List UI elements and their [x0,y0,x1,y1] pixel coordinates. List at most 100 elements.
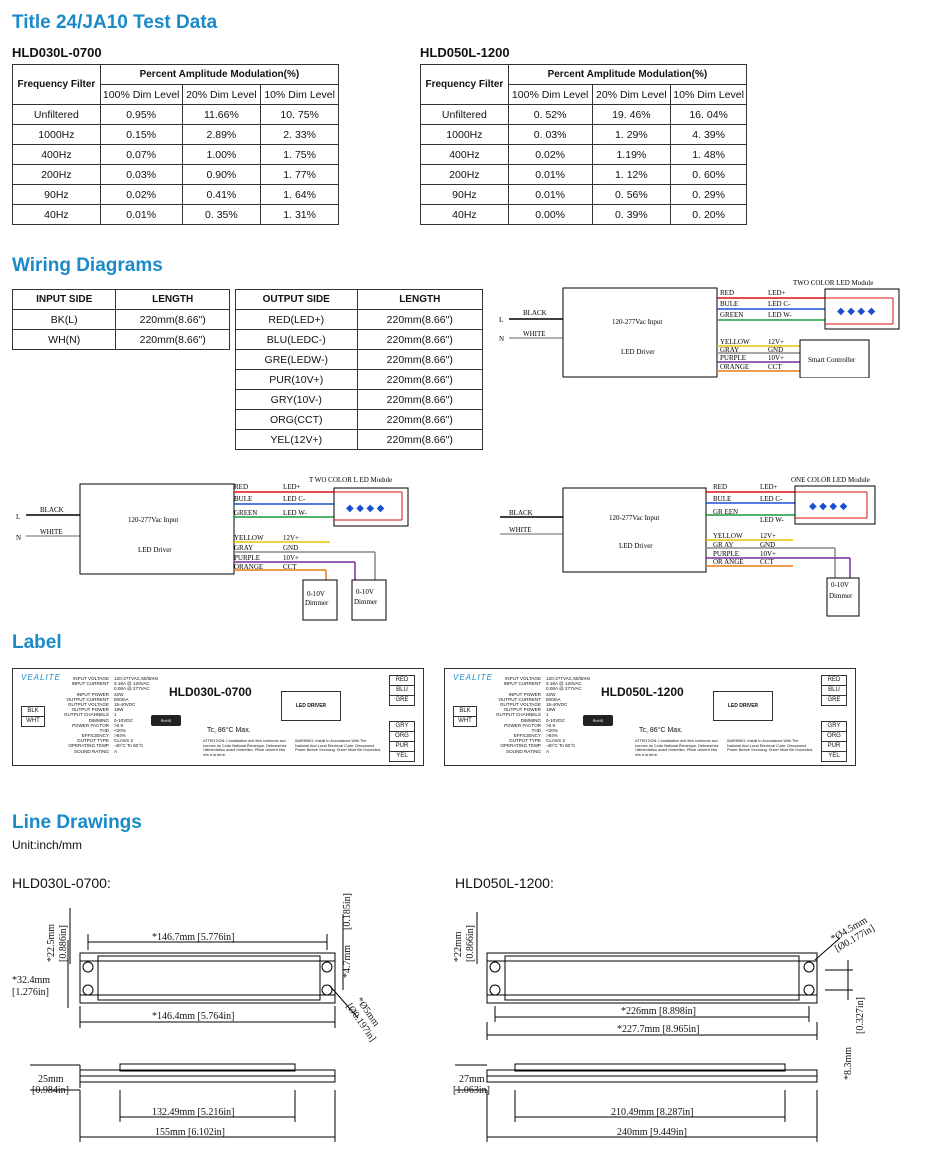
table-row: GRE(LEDW-)220mm(8.66") [235,349,483,370]
table-cell: 1. 77% [260,164,339,185]
spec-value: A [114,748,118,754]
two-color-module-label: TWO COLOR LED Module [793,279,873,287]
spec-row: EFFICIENCY>84% [39,733,239,738]
spec-key: OUTPUT CHANNELS [63,712,109,718]
wiring-diagram-smart-controller: L N BLACK WHITE 120-277Vac Input LED Dri… [499,279,900,378]
warning-text: WARNING: Install In Accordance With The … [295,739,381,753]
table-cell: 40Hz [12,204,101,225]
table-cell: 0.90% [181,164,262,185]
spec-value: >84% [546,733,558,739]
spec-key: INPUT POWER [76,691,109,697]
spec-key: POWER FACTOR [71,722,109,728]
dimmer-label: Dimmer [829,592,853,600]
col-group: Percent Amplitude Modulation(%) [99,64,340,85]
spec-value: 22W [114,691,124,697]
dim-side-outer: 240mm [9.449in] [617,1127,687,1138]
dim-bottom-length: *227.7mm [8.965in] [617,1024,700,1035]
sig-gnd: GND [768,346,783,354]
dim-side-h2: [1.063in] [453,1085,490,1096]
led-driver-box [79,483,235,575]
warning-text: WARNING: Install In Accordance With The … [727,739,813,753]
spec-key: OUTPUT POWER [503,707,541,713]
table-cell: 1. 31% [260,204,339,225]
col-100: 100% Dim Level [99,84,183,105]
black-label: BLACK [523,309,547,317]
wire-yellow-label: YELLOW [234,534,264,542]
spec-value: 15-40VDC [114,701,136,707]
spec-key: INPUT VOLTAGE [73,676,109,681]
dim-side-h1: 27mm [459,1074,485,1085]
table-cell: 400Hz [12,144,101,165]
spec-value: >0.9 [114,722,124,728]
table-cell: 0. 03% [507,124,593,145]
input-side-header: INPUT SIDE [11,289,117,310]
dimmer-label: 0-10V [356,588,374,596]
units-note: Unit:inch/mm [12,838,83,852]
spec-key: OUTPUT CURRENT [66,696,109,702]
wire-blue-label: BULE [713,495,731,503]
table-cell: 0.41% [181,184,262,205]
tc-max: Tc, 86°C Max. [639,727,683,734]
driver-text: 120-277Vac Input [609,514,659,522]
table-cell: 4. 39% [670,124,747,145]
spec-key: THD [99,727,109,733]
spec-key: THD [531,727,541,733]
length-header: LENGTH [115,289,230,310]
table-cell: 220mm(8.66") [356,429,483,450]
spec-value: 0.08A @ 277VAC [546,686,582,692]
spec-value: 0.18A @ 120VAC [546,681,582,687]
table2-model: HLD050L-1200 [420,45,510,60]
table-cell: 1. 48% [670,144,747,165]
table-row: BK(L)220mm(8.66") [11,309,230,330]
wire-gray-label: GRAY [234,544,253,552]
dim-side-inner: 132.49mm [5.216in] [152,1107,235,1118]
led-diode-icon: ◆ ◆ ◆ ◆ [837,306,876,317]
table1-model: HLD030L-0700 [12,45,102,60]
spec-row: 0.08A @ 277VAC [39,686,239,691]
wire-l-label: L [499,316,503,324]
wiring-diagram-one-color-dimmer: BLACK WHITE 120-277Vac Input LED Driver … [500,476,876,617]
sig-cct: CCT [283,563,297,571]
wire-red-label: RED [234,483,248,491]
two-color-module-label: T WO COLOR L ED Module [309,476,392,484]
table-cell: 0. 29% [670,184,747,205]
table-cell: 220mm(8.66") [356,309,483,330]
table-row: GRY(10V-)220mm(8.66") [235,389,483,410]
brand-logo: VEALITE [453,673,493,682]
table-cell: 1. 75% [260,144,339,165]
rohs-badge: RoHS COMPLIANT [151,715,181,734]
table-cell: Unfiltered [420,104,509,125]
wire-tag: YEL [389,751,415,762]
table-cell: RED(LED+) [235,309,358,330]
wire-tag: WHT [21,716,45,727]
attention-text: ATTENTION: L'installation doit être conf… [635,739,719,757]
table-cell: 16. 04% [670,104,747,125]
spec-row: THD<20% [39,728,239,733]
col-filter: Frequency Filter [420,64,509,105]
driver-label: LED Driver [621,348,655,356]
spec-row: INPUT POWER 22W [39,692,239,697]
spec-row: POWER FACTOR >0.9 [39,723,239,728]
wire-blue-label: BULE [234,495,252,503]
table-cell: 1. 12% [591,164,672,185]
spec-key: OUTPUT CURRENT [498,696,541,702]
wire-yellow-label: YELLOW [720,338,750,346]
table-cell: 0. 39% [591,204,672,225]
dimmer-label: Dimmer [305,599,329,607]
table-cell: 220mm(8.66") [356,369,483,390]
